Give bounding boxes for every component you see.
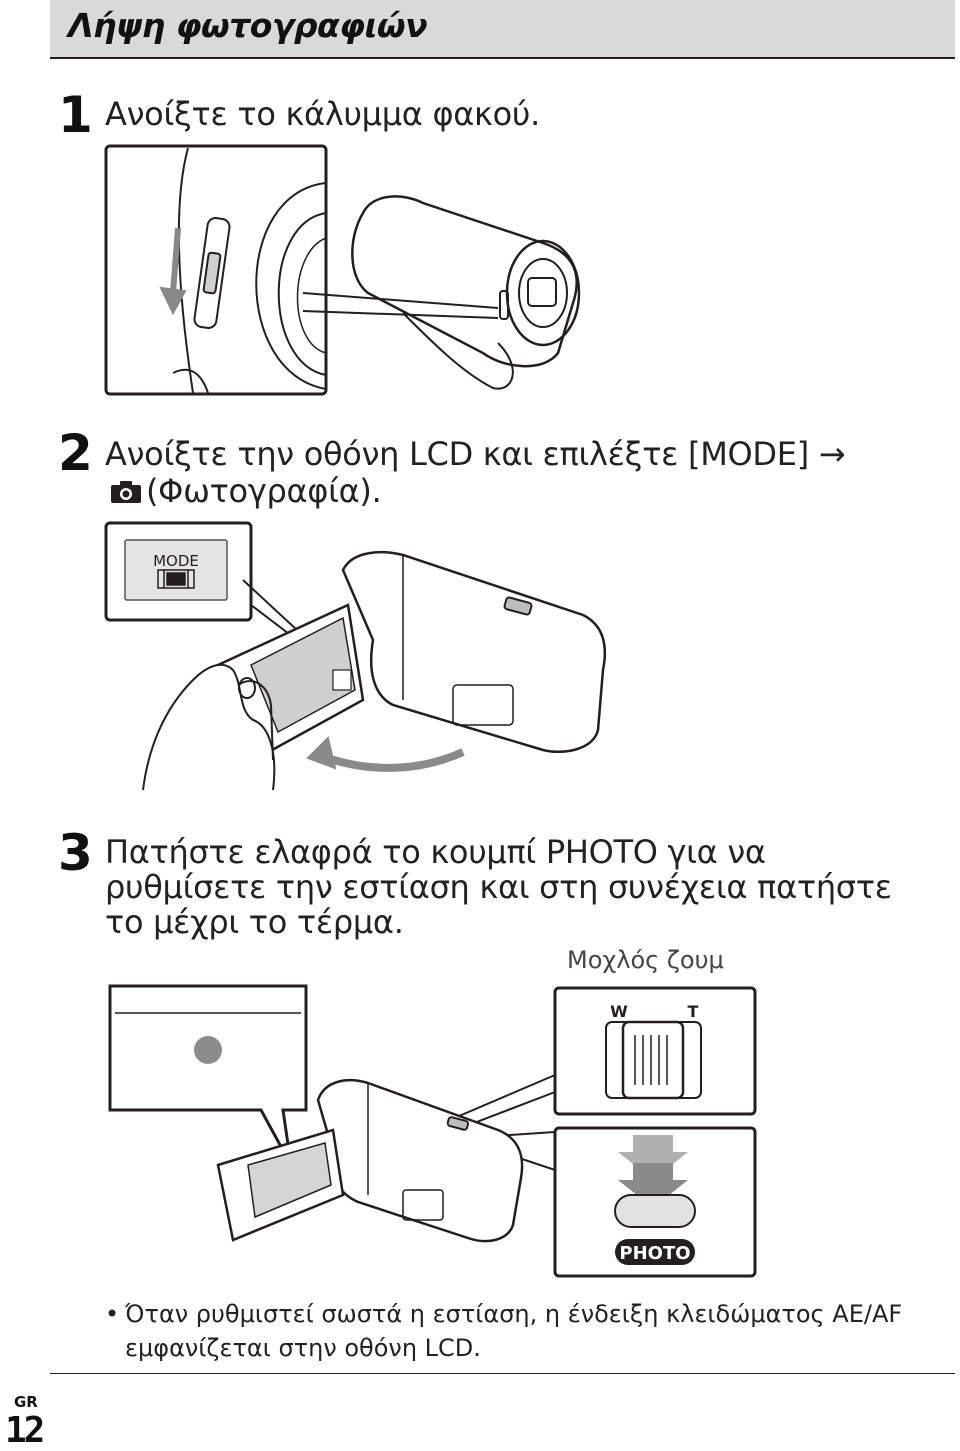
focus-note-text: Όταν ρυθμιστεί σωστά η εστίαση, η ένδειξ… — [125, 1300, 903, 1362]
page-number: 12 — [5, 1410, 45, 1451]
step-1-text: Ανοίξτε το κάλυμμα φακού. — [105, 95, 540, 133]
zoom-lever-caption: Μοχλός ζουμ — [567, 946, 724, 974]
step-3-line3: το μέχρι το τέρμα. — [105, 903, 404, 941]
zoom-t-label: T — [688, 1002, 699, 1021]
lens-cover-illustration — [103, 143, 603, 399]
step-2-line1: Ανοίξτε την οθόνη LCD και επιλέξτε [MODE… — [105, 435, 846, 473]
movie-film-icon — [157, 569, 195, 589]
step-1-number: 1 — [58, 86, 93, 144]
mode-label: MODE — [153, 552, 199, 570]
step-3-number: 3 — [58, 824, 93, 882]
step-2-line2-row: (Φωτογραφία). — [110, 472, 382, 511]
page-title: Λήψη φωτογραφιών — [68, 6, 428, 45]
step-2-number: 2 — [58, 424, 93, 482]
camera-icon — [110, 476, 142, 511]
step-3-line2: ρυθμίσετε την εστίαση και στη συνέχεια π… — [105, 868, 892, 906]
bullet-marker: • — [105, 1300, 120, 1328]
step-3-line1: Πατήστε ελαφρά το κουμπί PHOTO για να — [105, 833, 766, 871]
page-header: Λήψη φωτογραφιών — [50, 0, 955, 59]
language-code: GR — [14, 1393, 38, 1411]
photo-button-label: PHOTO — [619, 1243, 690, 1264]
footer-divider — [50, 1373, 955, 1374]
step-2-line2: (Φωτογραφία). — [146, 472, 382, 510]
lcd-mode-illustration: MODE — [103, 520, 623, 800]
zoom-w-label: W — [610, 1002, 628, 1021]
photo-button-illustration: W T PHOTO — [103, 980, 763, 1280]
